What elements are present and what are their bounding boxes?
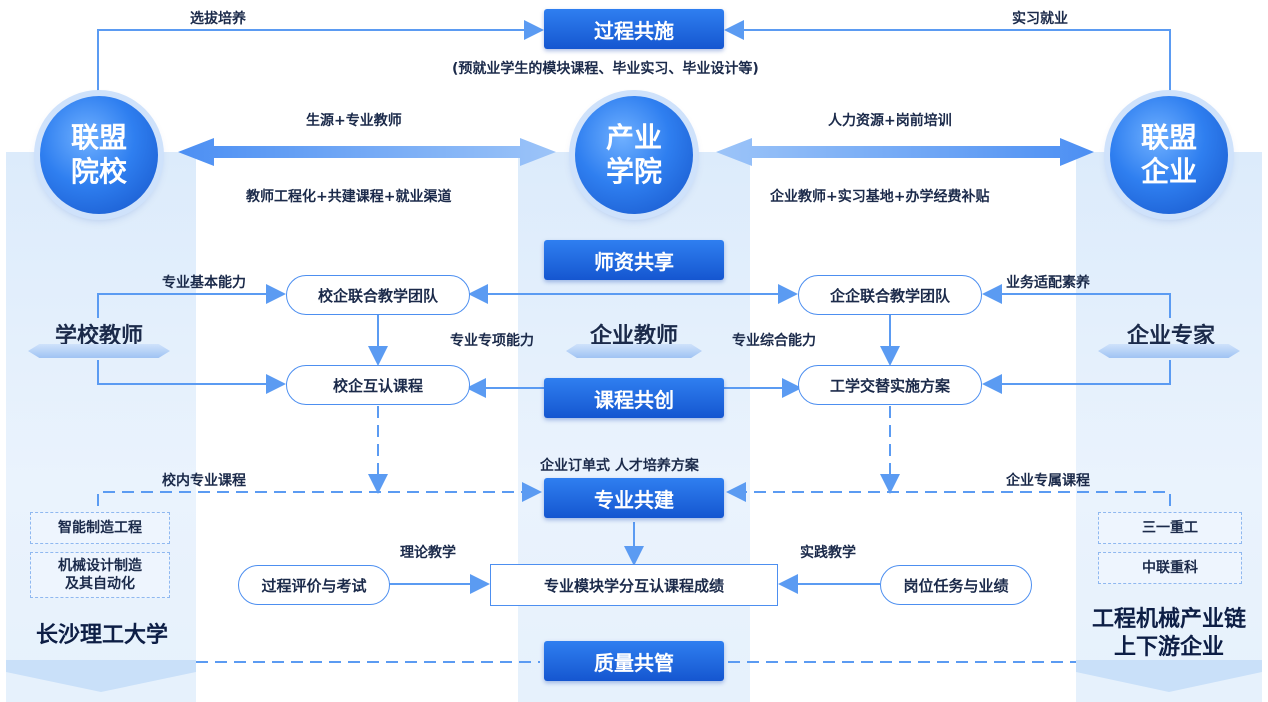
major-cobuild-box: 专业共建 (544, 478, 724, 518)
special-ability-label: 专业专项能力 (450, 333, 534, 349)
quality-comanage-box: 质量共管 (544, 641, 724, 681)
business-fit-label: 业务适配素养 (1006, 275, 1090, 291)
top-left-label: 选拔培养 (190, 11, 246, 27)
job-task-pill: 岗位任务与业绩 (880, 565, 1032, 605)
left-arrow-bottom-label: 教师工程化+共建课程+就业渠道 (246, 189, 452, 205)
industry-chain-name: 工程机械产业链 上下游企业 (1076, 606, 1262, 662)
credit-recognition-box: 专业模块学分互认课程成绩 (490, 564, 778, 606)
university-name: 长沙理工大学 (35, 623, 168, 648)
comprehensive-ability-label: 专业综合能力 (732, 333, 816, 349)
school-course-label: 校内专业课程 (162, 473, 246, 489)
enterprise-team-pill: 企企联合教学团队 (798, 275, 982, 315)
enterprise-expert-plinth (1098, 344, 1240, 358)
company-zoomlion: 中联重科 (1098, 552, 1242, 584)
basic-ability-label: 专业基本能力 (162, 275, 246, 291)
school-teacher-plinth (28, 344, 170, 358)
major-smart-manufacturing: 智能制造工程 (30, 512, 170, 544)
major-mechanical-design-text: 机械设计制造 及其自动化 (58, 558, 142, 592)
mutual-course-pill: 校企互认课程 (286, 365, 470, 405)
enterprise-teacher-plinth (566, 344, 702, 358)
left-arrow-top-label: 生源+专业教师 (306, 113, 402, 129)
order-plan-label: 企业订单式 人才培养方案 (540, 458, 699, 474)
enterprise-course-label: 企业专属课程 (1006, 473, 1090, 489)
school-enterprise-team-pill: 校企联合教学团队 (286, 275, 470, 315)
process-cooperation-box: 过程共施 (544, 9, 724, 49)
alliance-school-circle: 联盟 院校 (40, 96, 158, 214)
right-arrow-top-label: 人力资源+岗前培训 (828, 113, 952, 129)
company-sany: 三一重工 (1098, 512, 1242, 544)
theory-label: 理论教学 (400, 545, 456, 561)
industry-chain-text: 工程机械产业链 上下游企业 (1091, 607, 1246, 660)
alliance-enterprise-circle: 联盟 企业 (1110, 96, 1228, 214)
top-right-label: 实习就业 (1012, 11, 1068, 27)
industry-college-circle: 产业 学院 (575, 96, 693, 214)
major-mechanical-design: 机械设计制造 及其自动化 (30, 552, 170, 598)
left-column-bg (6, 152, 196, 702)
course-cocreate-box: 课程共创 (544, 378, 724, 418)
work-study-plan-pill: 工学交替实施方案 (798, 365, 982, 405)
process-eval-pill: 过程评价与考试 (238, 565, 390, 605)
practice-label: 实践教学 (800, 545, 856, 561)
right-arrow-bottom-label: 企业教师+实习基地+办学经费补贴 (770, 189, 990, 205)
process-note: (预就业学生的模块课程、毕业实习、毕业设计等) (452, 61, 759, 77)
right-column-bg (1076, 152, 1262, 702)
teachers-shared-box: 师资共享 (544, 240, 724, 280)
